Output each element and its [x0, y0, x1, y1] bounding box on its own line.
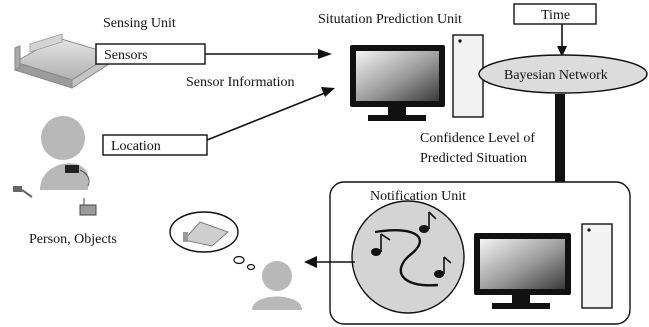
bayesian-network-label: Bayesian Network — [504, 68, 608, 83]
computer-icon — [474, 223, 613, 309]
computer-icon — [350, 34, 484, 121]
speaker-icon — [351, 200, 465, 314]
person-objects-label: Person, Objects — [29, 232, 117, 247]
time-arrow — [557, 24, 567, 57]
sensors-label: Sensors — [104, 48, 148, 63]
sensor-information-label: Sensor Information — [186, 75, 294, 90]
person-icon — [40, 116, 90, 190]
time-box — [513, 3, 597, 25]
notification-unit-label: Notification Unit — [370, 189, 466, 204]
tag-icon — [13, 186, 33, 198]
confidence-label-line1: Confidence Level of — [420, 131, 535, 146]
time-label: Time — [541, 8, 570, 23]
notification-arrow — [304, 256, 355, 268]
confidence-label-line2: Predicted Situation — [420, 151, 527, 166]
sensor-device-icon — [79, 198, 97, 216]
person-icon — [252, 261, 302, 310]
location-label: Location — [111, 139, 161, 154]
location-arrow — [206, 87, 335, 141]
situation-prediction-unit-label: Situtation Prediction Unit — [318, 12, 462, 27]
sensing-unit-label: Sensing Unit — [103, 16, 176, 31]
bayesian-network-ellipse — [478, 54, 648, 94]
sensors-arrow — [205, 49, 332, 59]
thought-bubble-icon — [169, 211, 256, 271]
location-box — [102, 134, 208, 156]
